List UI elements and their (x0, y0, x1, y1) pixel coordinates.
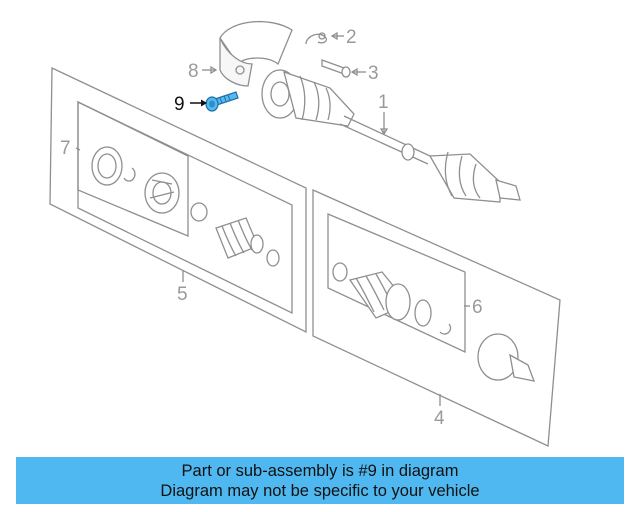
callout-9: 9 (174, 94, 185, 115)
right-assembly-panel (312, 188, 561, 447)
banner-line-1: Part or sub-assembly is #9 in diagram (181, 462, 459, 480)
info-banner: Part or sub-assembly is #9 in diagram Di… (16, 457, 624, 504)
parts-diagram: 1 2 3 4 5 6 7 8 9 (49, 20, 561, 447)
banner-line-2: Diagram may not be specific to your vehi… (160, 482, 480, 500)
callout-5: 5 (177, 284, 188, 305)
callout-4: 4 (434, 408, 445, 429)
drive-shaft-assembly (219, 20, 521, 203)
callout-7: 7 (60, 138, 71, 159)
leader-lines (75, 31, 470, 406)
left-assembly-panel (49, 66, 307, 334)
callout-6: 6 (472, 297, 483, 318)
callout-8: 8 (188, 61, 199, 82)
bolt-part-9-highlighted[interactable] (205, 91, 239, 112)
callout-3: 3 (368, 63, 379, 84)
callout-2: 2 (346, 27, 357, 48)
callout-1: 1 (378, 92, 389, 113)
